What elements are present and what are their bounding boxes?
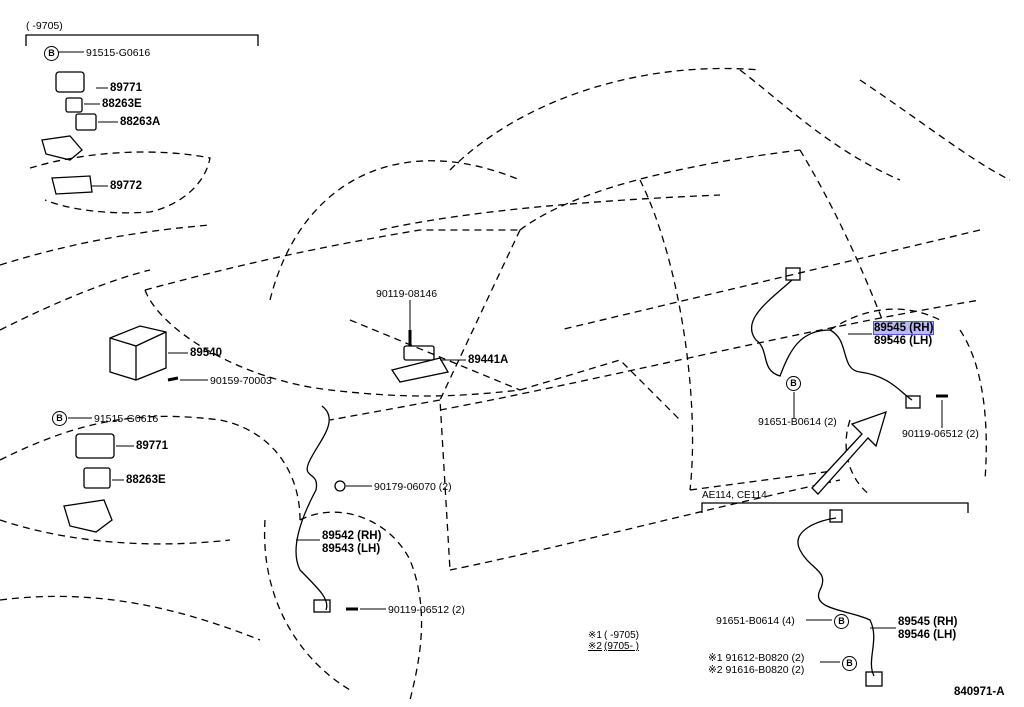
part-90119-08146[interactable]: 90119-08146 <box>376 288 438 300</box>
part-90119-front[interactable]: 90119-06512 (2) <box>388 604 465 616</box>
part-90179[interactable]: 90179-06070 (2) <box>374 481 452 493</box>
relay-88263A-shape <box>75 113 97 131</box>
part-91612[interactable]: ※1 91612-B0820 (2) <box>708 652 805 664</box>
sensor-89441A-shape <box>390 357 450 383</box>
part-88263A[interactable]: 88263A <box>120 116 161 128</box>
sub-sensor-cable <box>797 517 875 677</box>
part-88263E-bottom[interactable]: 88263E <box>126 474 166 486</box>
bracket-b-shape <box>63 499 113 533</box>
part-89540[interactable]: 89540 <box>190 347 222 359</box>
part-89441A[interactable]: 89441A <box>468 354 509 366</box>
relay-89771-shape <box>55 71 85 93</box>
variant-heading: AE114, CE114 <box>702 490 767 501</box>
legend-row2-range: (9705- ) <box>604 641 640 652</box>
rear-sensor-cable <box>750 279 913 401</box>
part-89545-highlighted[interactable]: 89545 (RH) <box>872 321 935 335</box>
part-91515-top[interactable]: 91515-G0616 <box>86 47 151 59</box>
front-sensor-cable <box>295 405 330 611</box>
ecu-89540-shape <box>109 325 167 381</box>
part-90119-rear[interactable]: 90119-06512 (2) <box>902 428 979 440</box>
bracket-shape <box>41 135 83 161</box>
part-89545-sub[interactable]: 89545 (RH) <box>898 616 958 628</box>
part-91616[interactable]: ※2 91616-B0820 (2) <box>708 664 805 676</box>
bolt-badge-b: B <box>834 614 849 629</box>
bolt-badge-b: B <box>842 656 857 671</box>
relay-89771b-shape <box>75 433 115 459</box>
part-91651-sub[interactable]: 91651-B0614 (4) <box>716 615 795 627</box>
part-89771-top[interactable]: 89771 <box>110 82 142 94</box>
connector-89772-shape <box>51 175 93 195</box>
direction-arrow <box>811 410 887 495</box>
drawing-number: 840971-A <box>954 686 1005 698</box>
top-range-label: ( -9705) <box>26 20 63 32</box>
bolt-badge-b: B <box>44 46 59 61</box>
part-89546[interactable]: 89546 (LH) <box>874 335 933 347</box>
part-88263E-top[interactable]: 88263E <box>102 98 142 110</box>
part-91651-main[interactable]: 91651-B0614 (2) <box>758 416 837 428</box>
relay-88263E-shape <box>65 97 83 113</box>
legend-row1-mark: ※1 <box>588 630 602 641</box>
bolt-badge-b: B <box>52 411 67 426</box>
bolt-badge-b: B <box>786 376 801 391</box>
part-91515-bottom[interactable]: 91515-G0616 <box>94 413 159 425</box>
part-89771-bottom[interactable]: 89771 <box>136 440 168 452</box>
part-89543[interactable]: 89543 (LH) <box>322 543 381 555</box>
legend-row1-range: ( -9705) <box>604 630 640 641</box>
relay-88263Eb-shape <box>83 467 111 489</box>
legend-row2-mark: ※2 <box>588 641 602 652</box>
part-89542[interactable]: 89542 (RH) <box>322 530 382 542</box>
part-89772[interactable]: 89772 <box>110 180 142 192</box>
car-body-outline <box>0 67 1011 701</box>
part-90159[interactable]: 90159-70003 <box>210 375 272 387</box>
part-89546-sub[interactable]: 89546 (LH) <box>898 629 957 641</box>
